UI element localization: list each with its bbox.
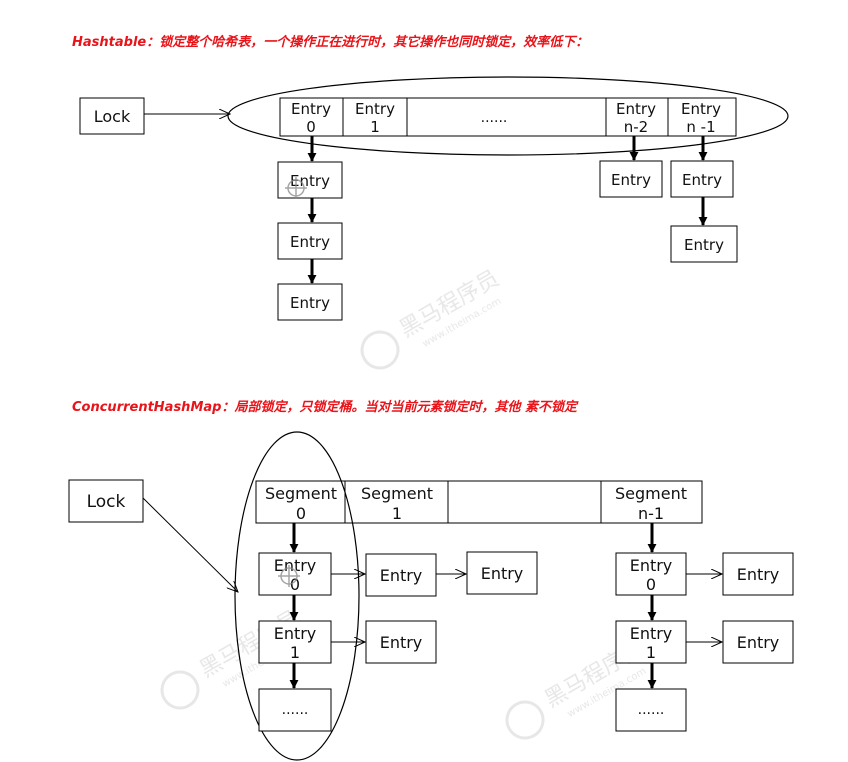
chain-0: Entry Entry Entry (277, 136, 343, 321)
svg-text:Entry: Entry (616, 100, 656, 118)
entry-index: 0 (290, 575, 300, 594)
entry-index: 1 (646, 643, 656, 662)
entry-node: Entry (380, 566, 423, 585)
segment-lock-ellipse (234, 431, 360, 761)
move-cursor-icon (278, 565, 300, 587)
entry-index: 0 (646, 575, 656, 594)
concurrenthashmap-heading: ConcurrentHashMap：局部锁定，只锁定桶。当对当前元素锁定时，其他… (72, 400, 577, 415)
segment-n-1-row-1-chain: Entry (686, 620, 794, 664)
move-cursor-icon (285, 177, 307, 199)
entry-node: Entry (684, 236, 724, 254)
entry-node: Entry (630, 556, 673, 575)
svg-text:n-1: n-1 (638, 504, 664, 523)
svg-text:Entry: Entry (681, 100, 721, 118)
entry-node: Entry (737, 633, 780, 652)
svg-text:0: 0 (306, 118, 316, 136)
entry-node: Entry (481, 564, 524, 583)
chain-n-2: Entry (599, 136, 663, 198)
svg-text:Lock: Lock (94, 107, 131, 126)
entry-node: Entry (290, 172, 330, 190)
array-cell-n-2: Entry n-2 (616, 100, 656, 136)
segment-0: Segment 0 (265, 484, 337, 523)
svg-text:Entry: Entry (355, 100, 395, 118)
chain-n-1: Entry Entry (670, 136, 738, 263)
entry-ellipsis: ...... (282, 702, 309, 718)
hashtable-lock: Lock (79, 97, 145, 135)
svg-text:n-2: n-2 (624, 118, 648, 136)
svg-text:......: ...... (481, 110, 508, 126)
segment-0-row-0-chain: Entry Entry (331, 551, 538, 597)
entry-node: Entry (611, 171, 651, 189)
entry-node: Entry (737, 565, 780, 584)
array-cell-ellipsis: ...... (481, 110, 508, 126)
segment-0-row-1-chain: Entry (331, 620, 437, 664)
lock-arrow-diagonal (142, 497, 238, 592)
svg-text:Segment: Segment (265, 484, 337, 503)
array-cell-1: Entry 1 (355, 100, 395, 136)
svg-text:Segment: Segment (615, 484, 687, 503)
segment-n-1-row-0-chain: Entry (686, 552, 794, 596)
entry-node: Entry (274, 556, 317, 575)
svg-text:Lock: Lock (87, 492, 126, 512)
segment-n-1-entries: Entry 0 Entry 1 ...... (615, 523, 687, 732)
svg-text:0: 0 (296, 504, 306, 523)
svg-text:1: 1 (392, 504, 402, 523)
svg-text:Segment: Segment (361, 484, 433, 503)
segment-array: Segment 0 Segment 1 Segment n-1 (255, 480, 703, 524)
segment-1: Segment 1 (361, 484, 433, 523)
array-cell-0: Entry 0 (291, 100, 331, 136)
entry-node: Entry (682, 171, 722, 189)
hashtable-heading: Hashtable：锁定整个哈希表，一个操作正在进行时，其它操作也同时锁定，效率… (72, 35, 589, 50)
segment-0-entries: Entry 0 Entry 1 ...... (258, 523, 332, 732)
segment-n-1: Segment n-1 (615, 484, 687, 523)
lock-scope-ellipse (227, 76, 789, 156)
svg-text:1: 1 (370, 118, 380, 136)
entry-node: Entry (630, 624, 673, 643)
entry-node: Entry (290, 294, 330, 312)
svg-text:Entry: Entry (291, 100, 331, 118)
entry-node: Entry (274, 624, 317, 643)
entry-index: 1 (290, 643, 300, 662)
concurrent-lock: Lock (68, 479, 144, 523)
svg-text:n -1: n -1 (686, 118, 715, 136)
entry-node: Entry (380, 633, 423, 652)
entry-ellipsis: ...... (638, 702, 665, 718)
hashtable-array: Entry 0 Entry 1 ...... Entry n-2 Entry n… (279, 97, 737, 137)
entry-node: Entry (290, 233, 330, 251)
array-cell-n-1: Entry n -1 (681, 100, 721, 136)
